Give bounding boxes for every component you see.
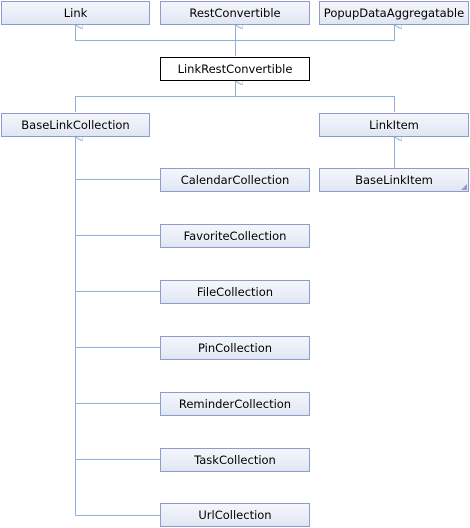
node-rest-convertible-label: RestConvertible: [189, 6, 281, 20]
node-file-collection-label: FileCollection: [196, 285, 274, 299]
node-base-link-item-label: BaseLinkItem: [355, 173, 433, 187]
node-rest-convertible[interactable]: RestConvertible: [160, 1, 310, 25]
node-link-item-label: LinkItem: [369, 118, 419, 132]
node-file-collection[interactable]: FileCollection: [160, 280, 310, 304]
node-favorite-collection[interactable]: FavoriteCollection: [160, 224, 310, 248]
node-popup-data-aggregatable[interactable]: PopupDataAggregatable: [319, 1, 469, 25]
node-base-link-item[interactable]: BaseLinkItem: [319, 168, 469, 192]
external-fold-icon: [461, 184, 467, 190]
node-link-item[interactable]: LinkItem: [319, 113, 469, 137]
node-link-rest-convertible[interactable]: LinkRestConvertible: [160, 57, 310, 81]
node-calendar-collection-label: CalendarCollection: [180, 173, 290, 187]
node-pin-collection[interactable]: PinCollection: [160, 336, 310, 360]
node-reminder-collection[interactable]: ReminderCollection: [160, 392, 310, 416]
node-link-label: Link: [63, 6, 88, 20]
node-calendar-collection[interactable]: CalendarCollection: [160, 168, 310, 192]
node-popup-data-aggregatable-label: PopupDataAggregatable: [323, 6, 465, 20]
edge-lrc-to-popup: [235, 25, 395, 56]
node-base-link-collection-label: BaseLinkCollection: [21, 118, 130, 132]
node-pin-collection-label: PinCollection: [197, 341, 273, 355]
node-link[interactable]: Link: [1, 1, 150, 25]
edge-lrc-to-link: [76, 25, 236, 56]
node-url-collection[interactable]: UrlCollection: [160, 503, 310, 527]
node-base-link-collection[interactable]: BaseLinkCollection: [1, 113, 150, 137]
node-favorite-collection-label: FavoriteCollection: [183, 229, 287, 243]
node-url-collection-label: UrlCollection: [198, 508, 272, 522]
node-task-collection[interactable]: TaskCollection: [160, 448, 310, 472]
node-link-rest-convertible-label: LinkRestConvertible: [177, 62, 293, 76]
edge-blc-to-lrc: [75, 81, 236, 112]
edge-linkitem-to-lrc: [236, 81, 395, 112]
node-reminder-collection-label: ReminderCollection: [178, 397, 292, 411]
node-task-collection-label: TaskCollection: [194, 453, 276, 467]
